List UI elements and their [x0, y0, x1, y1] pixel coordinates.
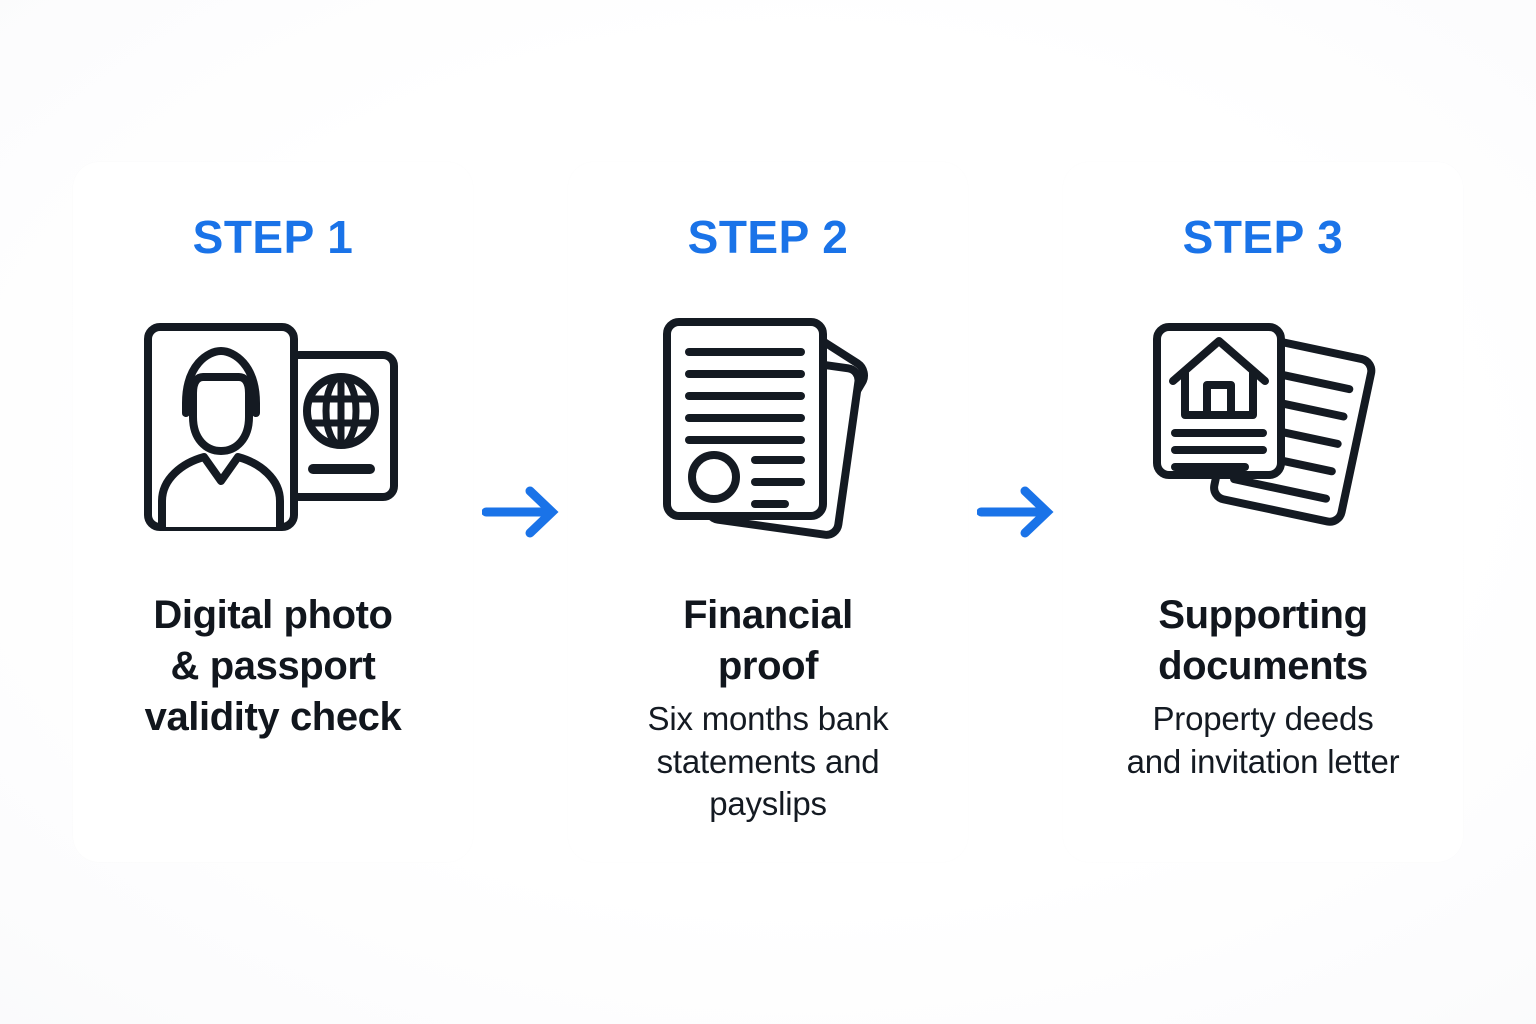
step-3-label: STEP 3: [1182, 211, 1344, 263]
step-1-icon-wrap: [142, 312, 404, 542]
step-3-icon-wrap: [1149, 312, 1377, 542]
certificate-documents-icon: [659, 314, 877, 540]
step-card-2: STEP 2: [568, 162, 968, 862]
step-card-3: STEP 3: [1063, 162, 1463, 862]
connector-1-slot: [473, 162, 568, 862]
arrow-right-icon: [481, 484, 560, 540]
step-1-label: STEP 1: [192, 211, 354, 263]
step-2-label: STEP 2: [687, 211, 849, 263]
id-card-and-passport-icon: [142, 321, 404, 533]
arrow-right-icon: [976, 484, 1055, 540]
step-2-icon-wrap: [659, 312, 877, 542]
connector-2-slot: [968, 162, 1063, 862]
property-documents-icon: [1149, 319, 1377, 535]
step-card-1: STEP 1: [73, 162, 473, 862]
